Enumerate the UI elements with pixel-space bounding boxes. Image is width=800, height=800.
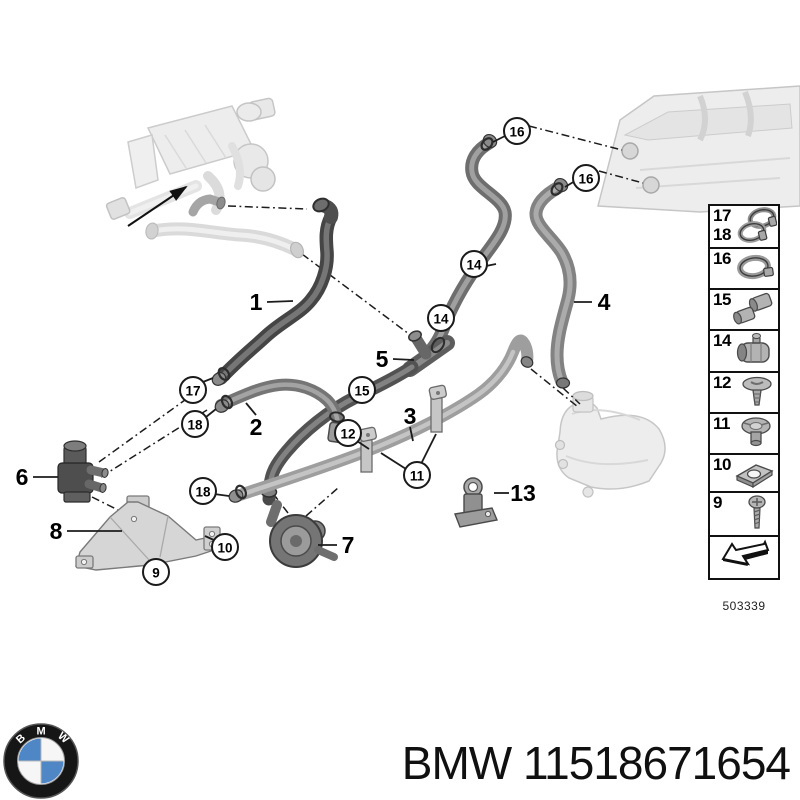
hose-strap-left — [358, 426, 377, 473]
callout-12: 12 — [334, 419, 362, 447]
ghost-egr-cooler — [105, 97, 276, 220]
callout-6: 6 — [16, 464, 29, 490]
hose-holder-icon — [736, 333, 770, 363]
hose-3 — [228, 334, 534, 503]
svg-text:17: 17 — [185, 384, 200, 399]
circled-callouts: 16 16 14 14 15 17 18 18 — [142, 117, 600, 586]
svg-text:15: 15 — [354, 384, 370, 399]
ghost-elbow-stub — [188, 194, 226, 217]
direction-arrow-icon — [721, 539, 770, 566]
legend-number: 18 — [713, 225, 731, 244]
diagram-code: 503339 — [722, 599, 766, 613]
callout-18-b: 18 — [189, 477, 217, 505]
expanding-rivet-icon — [742, 376, 772, 406]
callout-11: 11 — [403, 461, 431, 489]
ghost-hose — [145, 222, 305, 259]
logo-letter-m: M — [37, 726, 46, 738]
leader-lines-solid — [33, 135, 592, 546]
legend-item-12: 12 — [708, 371, 780, 414]
callout-3: 3 — [404, 403, 417, 429]
callout-14-a: 14 — [460, 250, 488, 278]
bracket — [75, 495, 221, 571]
screw-icon — [748, 495, 766, 529]
hose-2 — [214, 378, 348, 444]
legend-number: 12 — [713, 373, 731, 392]
legend-number: 9 — [713, 493, 722, 512]
callout-9: 9 — [142, 558, 170, 586]
legend-number: 14 — [713, 331, 731, 350]
callout-4: 4 — [598, 289, 611, 315]
legend-item-9: 9 — [708, 491, 780, 537]
install-arrow — [127, 185, 188, 227]
parts-diagram-canvas: 16 16 14 14 15 17 18 18 — [16, 85, 800, 586]
legend-number: 17 — [713, 206, 731, 225]
callout-2: 2 — [250, 414, 263, 440]
legend-item-direction — [708, 535, 780, 580]
hose-strap-right — [428, 384, 447, 433]
callout-13: 13 — [510, 480, 536, 506]
part-number-label: BMW 11518671654 — [401, 737, 791, 789]
svg-text:14: 14 — [466, 258, 482, 273]
legend-number: 11 — [713, 414, 730, 433]
svg-text:16: 16 — [578, 172, 594, 187]
legend-item-15: 15 — [708, 288, 780, 331]
callout-8: 8 — [50, 518, 63, 544]
svg-text:14: 14 — [433, 312, 449, 327]
callout-14-b: 14 — [427, 304, 455, 332]
svg-text:18: 18 — [195, 485, 211, 500]
hose-clamp-icon — [737, 254, 774, 280]
bmw-logo: B M W — [3, 723, 79, 799]
svg-text:18: 18 — [187, 418, 203, 433]
legend-item-10: 10 — [708, 453, 780, 493]
callout-15: 15 — [348, 376, 376, 404]
svg-text:12: 12 — [340, 427, 355, 442]
line-clip-pair-icon — [733, 292, 773, 325]
svg-text:11: 11 — [410, 469, 425, 484]
legend-number: 16 — [713, 249, 731, 268]
callout-18-a: 18 — [181, 410, 209, 438]
svg-text:16: 16 — [509, 125, 525, 140]
legend-item-17-18: 17 18 — [708, 204, 780, 249]
callout-16-a: 16 — [503, 117, 531, 145]
flange-nut-icon — [741, 417, 771, 447]
ghost-heat-exchanger — [554, 390, 666, 498]
svg-text:9: 9 — [152, 566, 160, 581]
aux-water-pump — [266, 500, 338, 568]
callout-1: 1 — [250, 289, 263, 315]
legend-sidebar: 17 18 16 15 — [708, 204, 780, 580]
callout-7: 7 — [342, 532, 355, 558]
hose-1 — [211, 197, 339, 386]
legend-item-11: 11 — [708, 412, 780, 455]
legend-item-16: 16 — [708, 247, 780, 290]
svg-text:10: 10 — [217, 541, 232, 556]
callout-10: 10 — [211, 533, 239, 561]
hose-clamp-pair-icon — [737, 207, 777, 243]
holder-13 — [454, 477, 498, 528]
legend-number: 10 — [713, 455, 731, 474]
plain-callouts: 1 2 3 4 5 6 7 8 13 — [16, 289, 611, 558]
callout-17: 17 — [179, 376, 207, 404]
legend-item-14: 14 — [708, 329, 780, 373]
cage-nut-icon — [735, 464, 774, 489]
coolant-valve — [57, 440, 109, 503]
callout-5: 5 — [376, 346, 389, 372]
legend-number: 15 — [713, 290, 731, 309]
callout-16-b: 16 — [572, 164, 600, 192]
ghost-heater-core — [597, 85, 800, 213]
hose-4 — [529, 177, 577, 389]
